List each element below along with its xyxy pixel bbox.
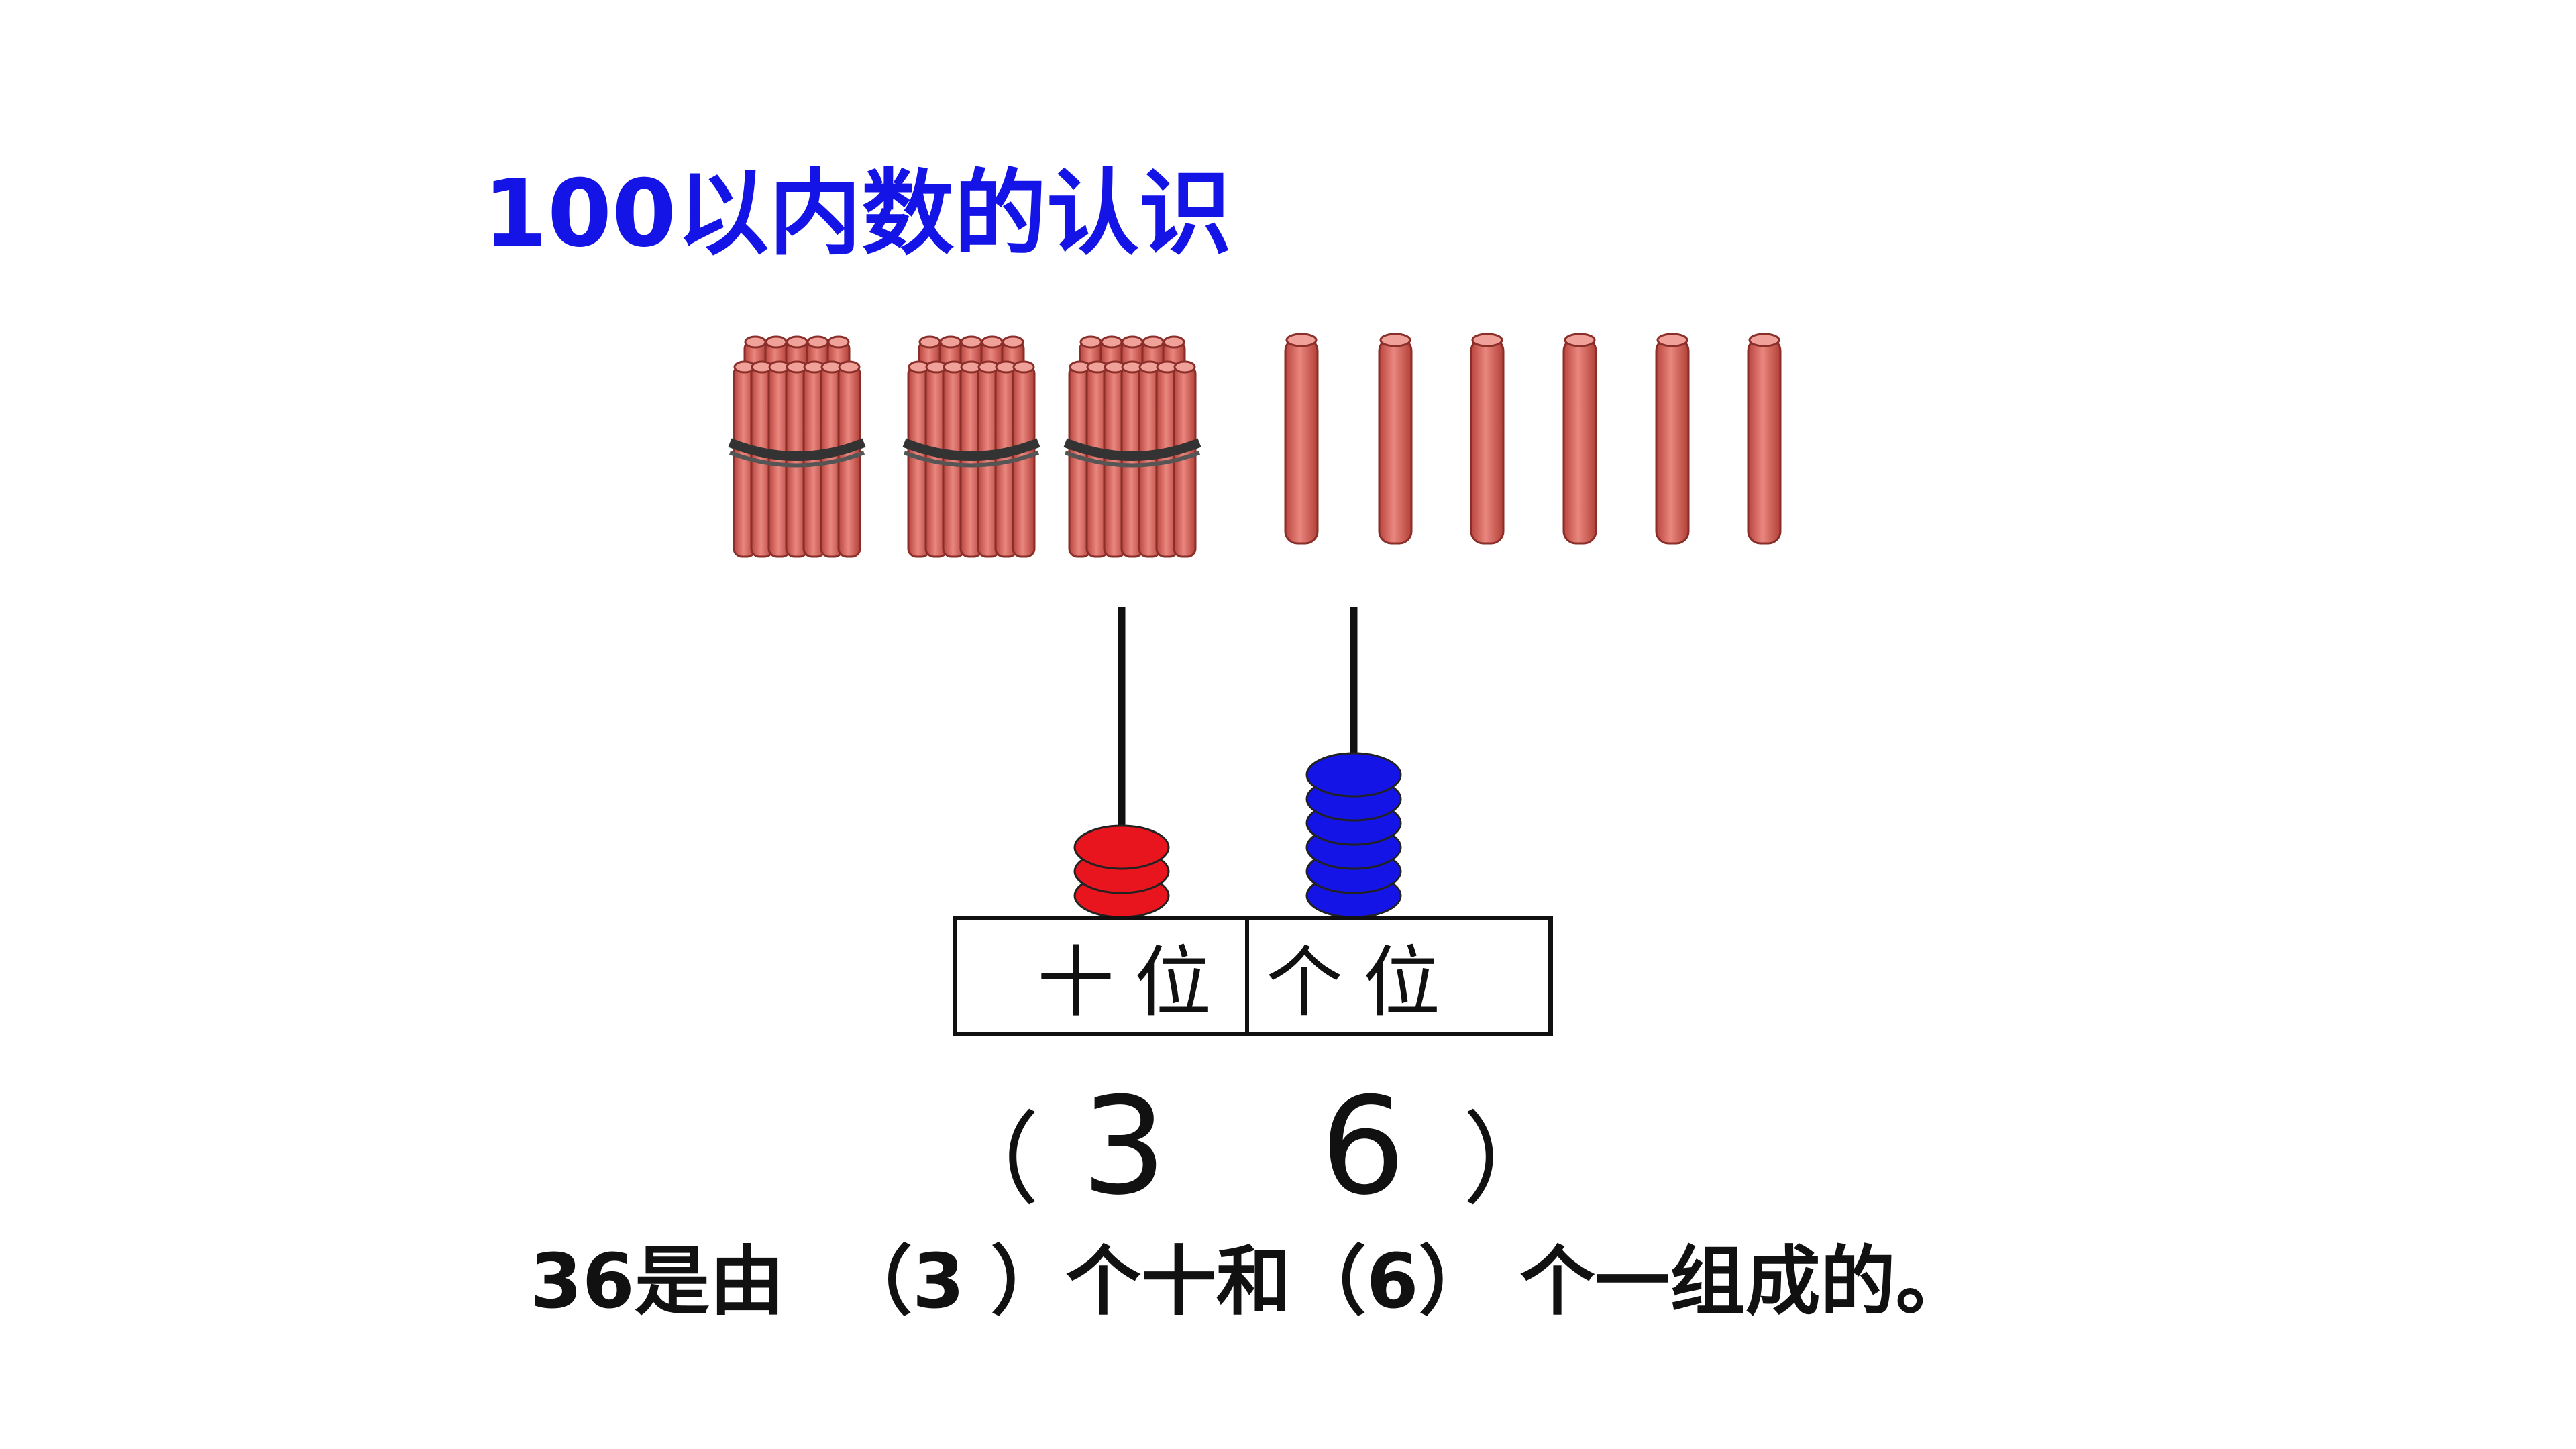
abacus-bead <box>1073 824 1170 870</box>
slide-title: 100以内数的认识 <box>483 160 1232 268</box>
ones-beads <box>1305 752 1402 918</box>
tens-digit: 3 <box>1081 1069 1167 1225</box>
ones-sticks <box>1284 333 1782 545</box>
abacus <box>1073 607 1402 918</box>
tens-beads <box>1073 824 1170 918</box>
stick-bundle <box>902 335 1040 558</box>
single-stick <box>1284 333 1319 545</box>
stick-bundle <box>728 335 866 558</box>
place-value-table: 十位 个位 <box>953 916 1553 1036</box>
close-paren: ） <box>1462 1102 1564 1219</box>
ones-place-label: 个位 <box>1266 938 1461 1028</box>
single-stick <box>1470 333 1505 545</box>
abacus-bead <box>1305 752 1402 798</box>
stick-bundle <box>1063 335 1201 558</box>
ones-digit: 6 <box>1320 1069 1406 1225</box>
single-stick <box>1378 333 1413 545</box>
single-stick <box>1655 333 1690 545</box>
single-stick <box>1747 333 1782 545</box>
tens-place-label: 十位 <box>957 920 1249 1032</box>
open-paren: （ <box>939 1102 1040 1219</box>
single-stick <box>1562 333 1597 545</box>
composition-sentence: 36是由 （3 ）个十和（6） 个一组成的。 <box>530 1238 1971 1326</box>
tens-bundles <box>728 335 1201 558</box>
